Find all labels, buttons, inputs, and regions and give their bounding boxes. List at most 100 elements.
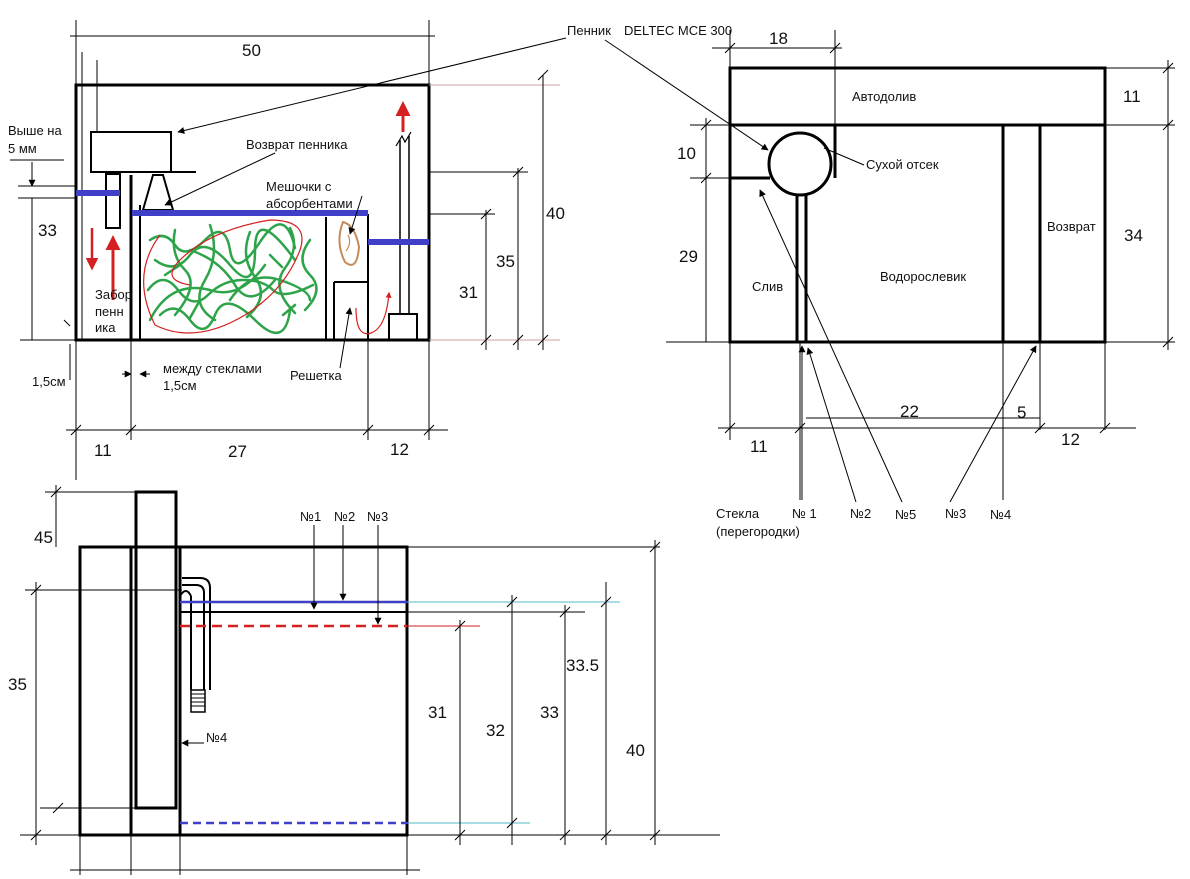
leader-n2: [806, 347, 857, 503]
leader-n5: [759, 189, 903, 503]
dim-seg-12: 12: [390, 440, 409, 459]
dim-left-height: 33: [38, 221, 57, 240]
label-dry: Сухой отсек: [866, 157, 939, 172]
dim-35: 35: [8, 675, 27, 694]
label-left-gap: 1,5см: [32, 374, 66, 389]
dim-12: 12: [1061, 430, 1080, 449]
tick: [50, 486, 62, 498]
label-skimmer-model: DELTEC MCE 300: [624, 23, 732, 38]
tick: [506, 817, 518, 829]
side-label-n2: №2: [334, 509, 355, 524]
pipe-strainer: [190, 689, 206, 713]
leader-skimmer-return: [164, 152, 276, 206]
tick: [454, 829, 466, 841]
tick: [454, 620, 466, 632]
tick: [649, 829, 661, 841]
tick: [600, 596, 612, 608]
dim-5: 5: [1017, 403, 1026, 422]
tick: [52, 802, 64, 814]
top-view: Автодолив Сухой отсек Слив Водорослевик …: [666, 29, 1175, 539]
leader-n3: [949, 345, 1037, 503]
tick: [506, 596, 518, 608]
dim-11-bottom: 11: [750, 437, 768, 456]
tick: [537, 334, 549, 346]
dim-height-31: 31: [459, 283, 478, 302]
pipe-break: [395, 131, 412, 147]
front-section-view: 50: [8, 20, 769, 480]
algae-mass: [146, 223, 318, 335]
label-skimmer: Пенник: [567, 23, 611, 38]
tick: [362, 424, 374, 436]
tick: [700, 119, 712, 131]
dim-height-35: 35: [496, 252, 515, 271]
tick: [63, 319, 71, 327]
tick: [125, 424, 137, 436]
label-intake-line2: пенн: [95, 304, 124, 319]
label-intake-line1: Забор: [95, 287, 132, 302]
return-pump: [388, 313, 418, 341]
dim-11-right: 11: [1123, 87, 1141, 106]
sump-outline-front: [74, 83, 431, 342]
tick: [1034, 422, 1046, 434]
label-bags-line1: Мешочки с: [266, 179, 332, 194]
label-glass-line1: Стекла: [716, 506, 760, 521]
tick: [1099, 422, 1111, 434]
tick: [724, 42, 736, 54]
leader-dry: [823, 147, 865, 166]
label-glass-line2: (перегородки): [716, 524, 800, 539]
label-n4: №4: [990, 507, 1011, 522]
dim-10: 10: [677, 144, 696, 163]
dim-29: 29: [679, 247, 698, 266]
label-intake-line3: ика: [95, 320, 116, 335]
label-skimmer-return: Возврат пенника: [246, 137, 348, 152]
label-drain: Слив: [752, 279, 783, 294]
tick: [1162, 119, 1174, 131]
label-return: Возврат: [1047, 219, 1096, 234]
skimmer-return-cone: [141, 174, 175, 211]
tick: [512, 166, 524, 178]
label-algae: Водорослевик: [880, 269, 966, 284]
tick: [423, 424, 435, 436]
strainer-slots: [191, 693, 205, 707]
label-bags-line2: абсорбентами: [266, 196, 353, 211]
label-n1: № 1: [792, 506, 817, 521]
tick: [600, 829, 612, 841]
dim-side-33: 33: [540, 703, 559, 722]
side-label-n3: №3: [367, 509, 388, 524]
tick: [480, 208, 492, 220]
dim-height-40: 40: [546, 204, 565, 223]
side-label-n1: №1: [300, 509, 321, 524]
dim-side-33-5: 33.5: [566, 656, 599, 675]
skimmer-intake-pipe: [105, 173, 121, 229]
side-view: №1 №2 №3 №4 45 35: [8, 485, 720, 875]
dim-side-31: 31: [428, 703, 447, 722]
tick: [480, 334, 492, 346]
skimmer-inlet-pipe: [182, 577, 211, 690]
skimmer-inlet-pipe: [182, 584, 205, 690]
dim-18: 18: [769, 29, 788, 48]
tick: [70, 424, 82, 436]
sump-outline-side: [78, 545, 409, 837]
label-autofill: Автодолив: [852, 89, 916, 104]
skimmer-side: [134, 490, 178, 810]
dim-seg-27: 27: [228, 442, 247, 461]
label-higher-line2: 5 мм: [8, 141, 37, 156]
absorbent-bag-detail: [345, 234, 351, 252]
tick: [1162, 62, 1174, 74]
tick: [794, 422, 806, 434]
tick: [559, 829, 571, 841]
label-n3: №3: [945, 506, 966, 521]
dim-seg-11: 11: [94, 441, 112, 460]
tick: [649, 541, 661, 553]
label-n2: №2: [850, 506, 871, 521]
main-compartment: [728, 123, 1107, 344]
label-grate: Решетка: [290, 368, 342, 383]
leader-bags: [348, 195, 363, 235]
tick: [512, 334, 524, 346]
label-n5: №5: [895, 507, 916, 522]
label-higher-line1: Выше на: [8, 123, 62, 138]
tick: [1162, 336, 1174, 348]
dim-34: 34: [1124, 226, 1143, 245]
dim-width: 50: [242, 41, 261, 60]
